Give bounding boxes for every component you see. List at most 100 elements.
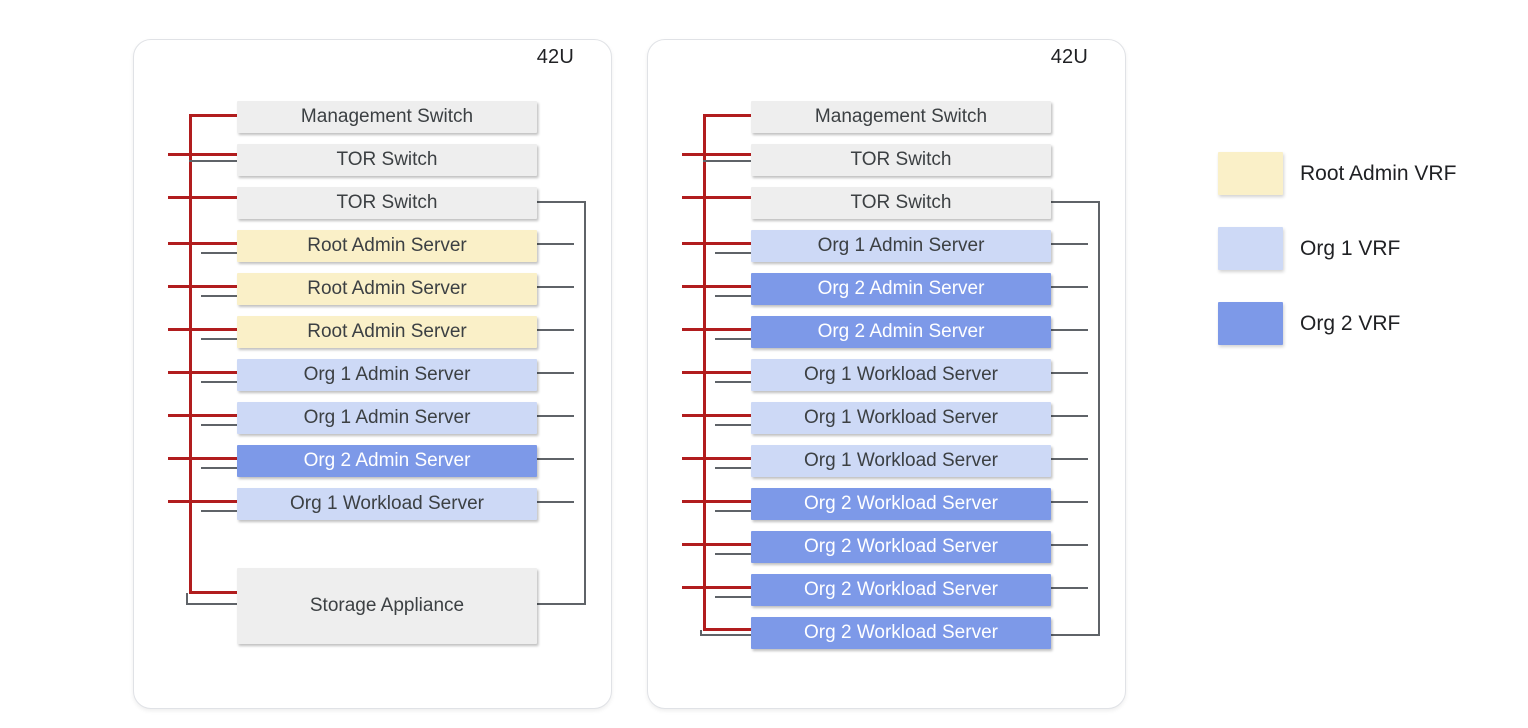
rack-unit-org-2-workload-server: Org 2 Workload Server (751, 531, 1051, 563)
management-network-line (682, 371, 754, 374)
management-network-line (168, 153, 240, 156)
rack-unit-label: Management Switch (300, 106, 474, 127)
rack-unit-label: Org 1 Workload Server (804, 364, 998, 385)
management-network-line (168, 328, 240, 331)
rack-capacity-label: 42U (1050, 46, 1088, 68)
data-network-line (715, 553, 754, 555)
rack-unit-root-admin-server: Root Admin Server (237, 273, 537, 305)
data-network-line (703, 160, 754, 162)
rack-unit-label: Org 1 Admin Server (817, 235, 985, 256)
data-network-line (537, 329, 574, 331)
rack-unit-org-2-workload-server: Org 2 Workload Server (751, 617, 1051, 649)
rack-unit-management-switch: Management Switch (237, 101, 537, 133)
data-network-line (201, 295, 240, 297)
rack-unit-org-1-admin-server: Org 1 Admin Server (237, 359, 537, 391)
data-network-line (1051, 544, 1088, 546)
rack-unit-label: Org 2 Workload Server (804, 622, 998, 643)
rack-unit-label: TOR Switch (850, 149, 952, 170)
data-network-line (186, 603, 240, 605)
management-network-line (703, 628, 754, 631)
data-network-line (201, 424, 240, 426)
management-network-line (168, 414, 240, 417)
rack-unit-storage-appliance: Storage Appliance (237, 568, 537, 644)
data-network-line (537, 372, 574, 374)
management-network-line (168, 457, 240, 460)
legend-label: Root Admin VRF (1300, 161, 1457, 185)
rack-unit-label: Root Admin Server (307, 278, 467, 299)
data-network-line (700, 630, 702, 636)
data-network-line (1051, 372, 1088, 374)
management-network-line (682, 457, 754, 460)
management-network-line (682, 586, 754, 589)
management-network-line (168, 371, 240, 374)
rack-unit-tor-switch: TOR Switch (751, 187, 1051, 219)
rack-unit-label: Org 1 Admin Server (303, 364, 471, 385)
management-network-line (682, 328, 754, 331)
data-network-line (537, 458, 574, 460)
rack-unit-label: TOR Switch (336, 192, 438, 213)
data-network-line (1051, 201, 1100, 203)
rack-unit-root-admin-server: Root Admin Server (237, 316, 537, 348)
data-network-line (201, 381, 240, 383)
data-network-line (715, 381, 754, 383)
rack-unit-org-1-workload-server: Org 1 Workload Server (751, 359, 1051, 391)
management-network-line (168, 285, 240, 288)
management-network-line (168, 500, 240, 503)
rack-unit-org-2-admin-server: Org 2 Admin Server (751, 316, 1051, 348)
rack-unit-tor-switch: TOR Switch (751, 144, 1051, 176)
rack-unit-label: Org 2 Workload Server (804, 493, 998, 514)
data-network-line (700, 634, 754, 636)
data-network-line (1051, 286, 1088, 288)
management-network-line (703, 114, 754, 117)
data-network-line (201, 510, 240, 512)
rack-unit-org-2-workload-server: Org 2 Workload Server (751, 488, 1051, 520)
data-network-line (715, 295, 754, 297)
data-network-line (1051, 415, 1088, 417)
management-network-line (682, 196, 754, 199)
legend-label: Org 2 VRF (1300, 311, 1401, 335)
rack-unit-label: Org 1 Workload Server (804, 450, 998, 471)
rack-unit-label: Org 2 Admin Server (817, 278, 985, 299)
data-network-line (201, 252, 240, 254)
rack-unit-org-1-admin-server: Org 1 Admin Server (237, 402, 537, 434)
rack-unit-label: Org 1 Workload Server (290, 493, 484, 514)
legend-swatch-org-1-vrf (1218, 227, 1283, 270)
data-network-line (537, 603, 586, 605)
data-network-line (1051, 587, 1088, 589)
data-network-line (1051, 634, 1100, 636)
rack-unit-management-switch: Management Switch (751, 101, 1051, 133)
data-network-line (537, 201, 586, 203)
management-network-line (682, 153, 754, 156)
data-network-line (1051, 243, 1088, 245)
rack-unit-label: Root Admin Server (307, 235, 467, 256)
data-network-line (201, 467, 240, 469)
rack-unit-label: Storage Appliance (309, 595, 465, 616)
data-network-line (715, 424, 754, 426)
rack-unit-org-1-workload-server: Org 1 Workload Server (751, 402, 1051, 434)
data-network-bus (584, 201, 586, 605)
data-network-line (1051, 458, 1088, 460)
data-network-line (186, 593, 188, 605)
management-network-line (682, 543, 754, 546)
legend-swatch-root-admin-vrf (1218, 152, 1283, 195)
management-network-bus (189, 114, 192, 594)
rack-unit-tor-switch: TOR Switch (237, 144, 537, 176)
rack-unit-org-2-workload-server: Org 2 Workload Server (751, 574, 1051, 606)
rack-unit-label: TOR Switch (850, 192, 952, 213)
data-network-bus (1098, 201, 1100, 636)
rack-unit-label: Org 2 Workload Server (804, 579, 998, 600)
legend-label: Org 1 VRF (1300, 236, 1401, 260)
management-network-line (189, 114, 240, 117)
rack-unit-org-1-admin-server: Org 1 Admin Server (751, 230, 1051, 262)
rack-unit-org-1-workload-server: Org 1 Workload Server (237, 488, 537, 520)
data-network-line (715, 338, 754, 340)
management-network-line (682, 500, 754, 503)
data-network-line (715, 510, 754, 512)
rack-unit-label: Org 2 Workload Server (804, 536, 998, 557)
data-network-line (201, 338, 240, 340)
management-network-line (189, 591, 240, 594)
data-network-line (189, 160, 240, 162)
rack-unit-org-2-admin-server: Org 2 Admin Server (751, 273, 1051, 305)
